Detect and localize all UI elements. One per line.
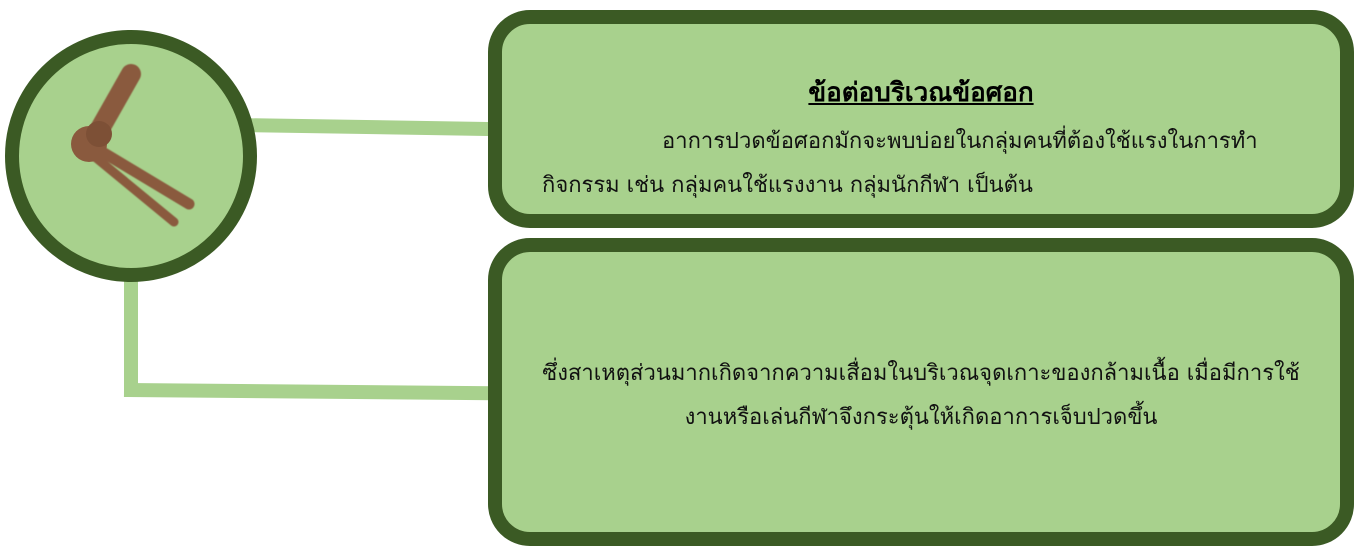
box-text: ซึ่งสาเหตุส่วนมากเกิดจากความเสื่อมในบริเ…: [542, 361, 1300, 430]
connector-bottom-vertical: [124, 260, 138, 397]
box-text: อาการปวดข้อศอกมักจะพบบ่อยในกลุ่มคนที่ต้อ…: [542, 129, 1258, 198]
connector-bottom-horizontal: [123, 383, 495, 401]
connector-top: [234, 118, 496, 137]
info-box-top: ข้อต่อบริเวณข้อศอก อาการปวดข้อศอกมักจะพบ…: [488, 10, 1354, 228]
elbow-joint-icon: [71, 64, 195, 227]
elbow-circle: [5, 30, 257, 282]
box-title: ข้อต่อบริเวณข้อศอก: [808, 78, 1034, 108]
info-box-bottom: ซึ่งสาเหตุส่วนมากเกิดจากความเสื่อมในบริเ…: [488, 238, 1354, 546]
